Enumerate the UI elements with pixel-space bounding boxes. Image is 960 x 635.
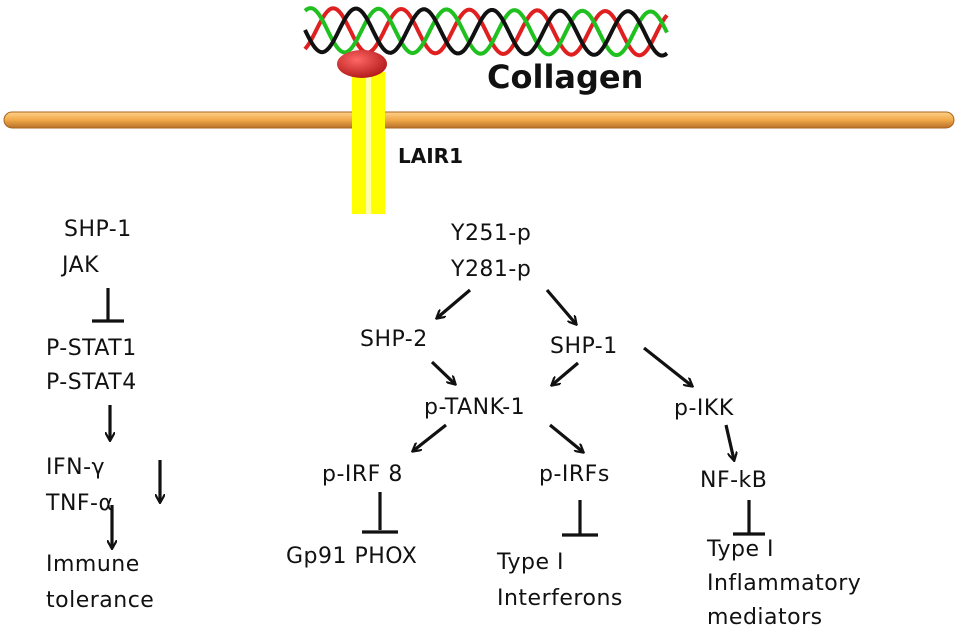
node-inflammatory: Inflammatory <box>707 571 862 596</box>
node-p-tank1: p-TANK-1 <box>424 395 526 420</box>
node-tnf-alpha: TNF-α <box>46 491 114 516</box>
collagen-helix <box>303 6 669 58</box>
node-p-irfs: p-IRFs <box>539 462 610 487</box>
node-type1-mediators-line1: Type I <box>707 537 775 562</box>
node-gp91-phox: Gp91 PHOX <box>286 544 418 569</box>
node-nf-kb: NF-kB <box>700 468 768 493</box>
node-shp1-left: SHP-1 <box>64 217 132 242</box>
cell-membrane <box>3 111 955 129</box>
node-ifn-gamma: IFN-γ <box>46 455 106 480</box>
node-y251p: Y251-p <box>451 221 532 246</box>
node-pstat4: P-STAT4 <box>46 370 137 395</box>
lair1-receptor <box>352 72 385 214</box>
node-p-irf8: p-IRF 8 <box>322 462 403 487</box>
node-y281p: Y281-p <box>451 257 532 282</box>
lair1-label: LAIR1 <box>398 144 463 168</box>
left-pathway-edges <box>92 288 160 548</box>
node-jak: JAK <box>62 253 100 278</box>
node-shp2: SHP-2 <box>360 327 428 352</box>
node-mediators: mediators <box>707 605 823 630</box>
node-immune: Immune <box>46 552 140 577</box>
right-pathway-edges <box>362 288 765 537</box>
node-p-ikk: p-IKK <box>674 396 734 421</box>
node-interferons: Interferons <box>497 586 623 611</box>
helix-strand-black <box>303 6 669 58</box>
collagen-binding-dot <box>337 50 387 78</box>
helix-strand-green <box>303 6 669 58</box>
node-pstat1: P-STAT1 <box>46 336 137 361</box>
node-type1-interferon-line1: Type I <box>497 550 565 575</box>
node-shp1-right: SHP-1 <box>550 334 618 359</box>
collagen-label: Collagen <box>487 58 644 96</box>
node-tolerance: tolerance <box>46 588 155 613</box>
